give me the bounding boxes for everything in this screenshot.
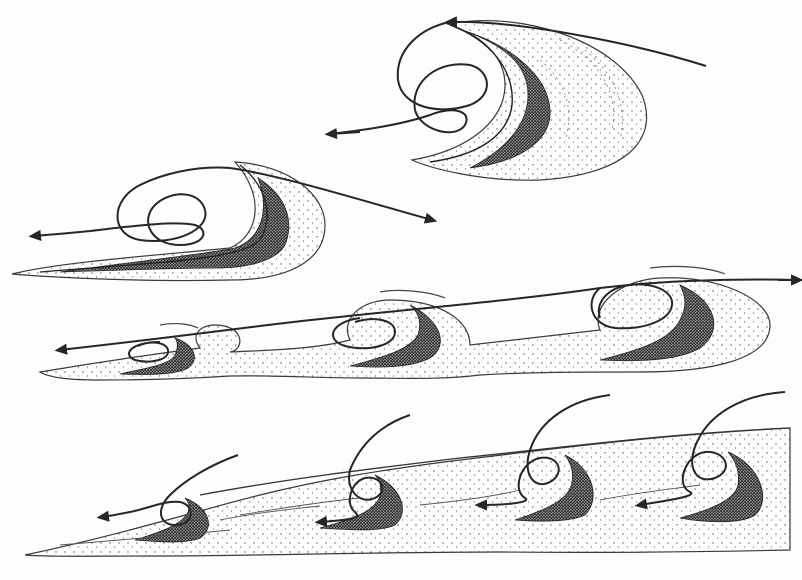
vortex-loop — [330, 22, 487, 134]
vortex-loop — [34, 167, 230, 245]
panel-3-dune-chain — [40, 266, 798, 380]
panel-2-elongated-crescent — [12, 162, 432, 281]
panel-1-isolated-crescent — [330, 21, 706, 181]
panel-4-dune-field — [25, 392, 790, 556]
dune-field-body — [25, 428, 790, 556]
wind-exit-arrow — [330, 132, 360, 134]
